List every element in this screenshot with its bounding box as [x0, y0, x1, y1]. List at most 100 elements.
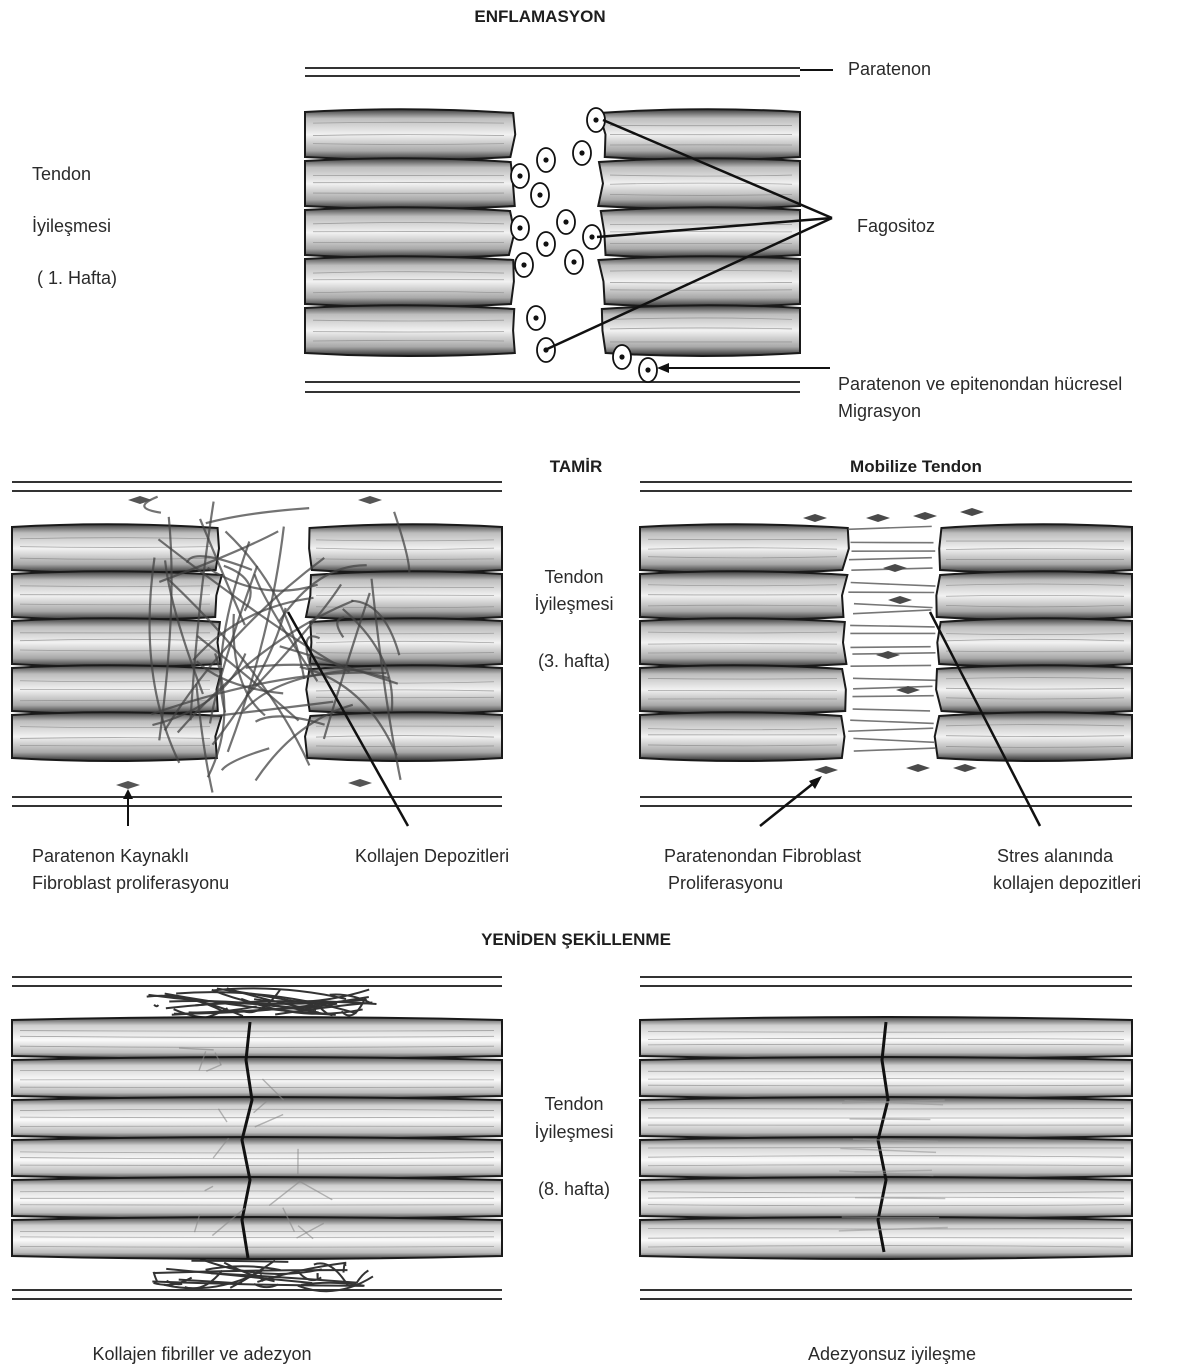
tendon-fascicle	[602, 305, 800, 356]
paratenondan-label-line2: Proliferasyonu	[668, 873, 783, 893]
tamir-panel: TAMİR Mobilize Tendon Paratenon Kaynaklı…	[12, 457, 1141, 893]
right-tendon-stump	[598, 109, 800, 356]
fibroblast-cell	[348, 779, 372, 787]
mobilize-tendon-stumps	[640, 524, 1132, 761]
tendon-fascicle	[305, 305, 515, 356]
tendon-fascicle	[305, 256, 514, 307]
week3-label-line1: Tendon	[544, 567, 603, 587]
paratenon-label: Paratenon	[848, 59, 931, 79]
tamir-title: TAMİR	[550, 457, 603, 476]
migration-pointer	[657, 363, 830, 373]
enflamasyon-panel: ENFLAMASYON Paratenon Fagositoz Parateno…	[32, 7, 1122, 421]
healed-tendon-with-adhesion	[12, 1017, 502, 1259]
tendon-fascicle	[12, 1017, 502, 1059]
enflamasyon-title: ENFLAMASYON	[474, 7, 605, 26]
cell-nucleus	[537, 192, 542, 197]
tendon-fascicle	[598, 256, 800, 307]
tendon-fascicle	[305, 207, 514, 258]
cell-nucleus	[517, 173, 522, 178]
tendon-fascicle	[601, 207, 800, 258]
fibroblast-cell	[803, 514, 827, 522]
stres-label-line1: Stres alanında	[997, 846, 1114, 866]
tendon-fascicle	[640, 618, 846, 667]
tendon-fascicle	[640, 665, 846, 714]
cell-nucleus	[593, 117, 598, 122]
tendon-fascicle	[12, 524, 219, 573]
aligned-collagen-fiber	[851, 583, 936, 587]
tamir-left-tendon-stumps	[12, 524, 502, 761]
migration-label-line1: Paratenon ve epitenondan hücresel	[838, 374, 1122, 394]
adhesion-fiber	[343, 1264, 345, 1273]
fibroblast-cell	[953, 764, 977, 772]
aligned-collagen-fiber	[852, 696, 933, 697]
cell-nucleus	[521, 262, 526, 267]
tendon-fascicle	[937, 618, 1132, 667]
aligned-collagen-fiber	[848, 526, 932, 529]
cell-nucleus	[619, 354, 624, 359]
week8-label-line2: İyileşmesi	[534, 1122, 613, 1142]
cell-nucleus	[543, 241, 548, 246]
paratenondan-pointer	[760, 776, 822, 826]
tendon-fascicle	[12, 571, 222, 620]
cell-nucleus	[543, 157, 548, 162]
aligned-collagen-fibril	[850, 1119, 931, 1120]
week1-label-line3: ( 1. Hafta)	[37, 268, 117, 288]
aligned-collagen-fiber	[851, 665, 932, 666]
aligned-collagen-fiber	[850, 647, 930, 648]
aligned-collagen-fiber	[853, 678, 936, 680]
week3-label-line2: İyileşmesi	[534, 594, 613, 614]
cell-nucleus	[563, 219, 568, 224]
aligned-collagen-fiber	[853, 686, 932, 688]
collagen-fiber	[208, 568, 318, 591]
week1-label-line1: Tendon	[32, 164, 91, 184]
cell-nucleus	[517, 225, 522, 230]
cell-nucleus	[533, 315, 538, 320]
fibroblast-pointer	[123, 789, 133, 826]
fibroblast-cell	[888, 596, 912, 604]
left-tendon-stump	[305, 109, 515, 356]
week8-label-line1: Tendon	[544, 1094, 603, 1114]
fibroblast-cell	[906, 764, 930, 772]
tendon-fascicle	[12, 1217, 502, 1259]
fibroblast-cell	[913, 512, 937, 520]
adhesion-fiber	[191, 1261, 288, 1262]
fibroblast-cell	[866, 514, 890, 522]
tendon-fascicle	[640, 712, 844, 761]
yeniden-panel: YENİDEN ŞEKİLLENME Tendon İyileşmesi (8.…	[12, 930, 1132, 1364]
paratenondan-label-line1: Paratenondan Fibroblast	[664, 846, 861, 866]
paratenon-source-label-line1: Paratenon Kaynaklı	[32, 846, 189, 866]
migration-label-line2: Migrasyon	[838, 401, 921, 421]
kollajen-depozitleri-label: Kollajen Depozitleri	[355, 846, 509, 866]
fibroblast-cell	[128, 496, 152, 504]
collagen-fiber	[206, 508, 309, 523]
fibroblast-cell	[876, 651, 900, 659]
aligned-collagen-fiber	[854, 604, 933, 608]
adezyonsuz-label: Adezyonsuz iyileşme	[808, 1344, 976, 1364]
fibroblast-cell	[883, 564, 907, 572]
aligned-collagen-fiber	[850, 625, 935, 626]
cell-nucleus	[571, 259, 576, 264]
paratenon-top-sheath	[305, 68, 800, 76]
week1-label-line2: İyileşmesi	[32, 216, 111, 236]
tendon-fascicle	[310, 618, 502, 667]
aligned-collagen-fiber	[853, 610, 931, 614]
aligned-collagen-fibril	[842, 1217, 939, 1218]
yeniden-title: YENİDEN ŞEKİLLENME	[481, 930, 671, 949]
fibroblast-cell	[358, 496, 382, 504]
cell-nucleus	[645, 367, 650, 372]
aligned-collagen-fibril	[855, 1198, 945, 1199]
cell-nucleus	[589, 234, 594, 239]
paratenon-bottom-sheath	[305, 382, 800, 392]
tendon-fascicle	[936, 665, 1132, 714]
collagen-fiber	[233, 614, 265, 716]
mobilize-tendon-title: Mobilize Tendon	[850, 457, 982, 476]
cell-nucleus	[579, 150, 584, 155]
tendon-fascicle	[305, 158, 515, 209]
fibroblast-cell	[116, 781, 140, 789]
aligned-collagen-fiber	[853, 738, 934, 742]
aligned-collagen-fiber	[849, 558, 932, 560]
fibroblast-cell	[814, 766, 838, 774]
adhesion-fiber	[154, 1005, 158, 1007]
aligned-collagen-fiber	[854, 748, 935, 751]
